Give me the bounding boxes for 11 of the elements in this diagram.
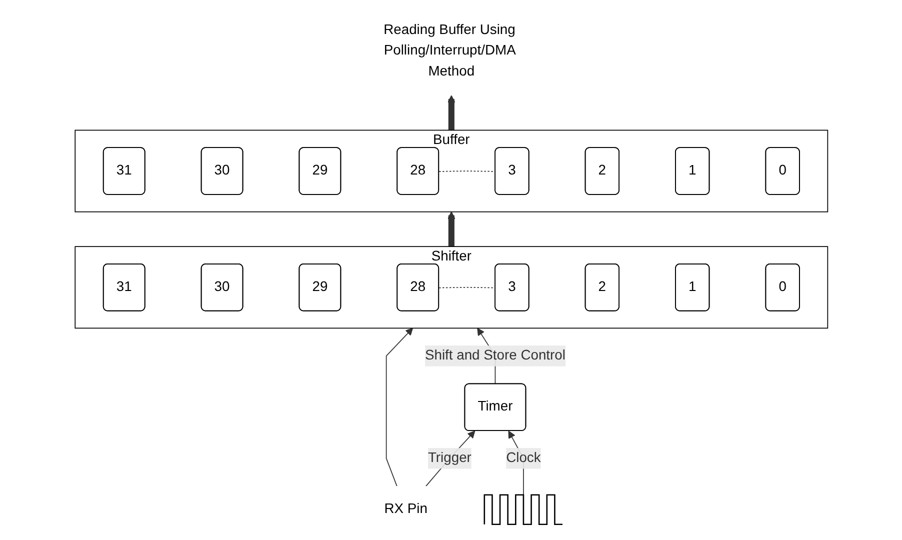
arrow <box>447 95 455 130</box>
node-text: RX Pin <box>384 502 428 517</box>
arrow <box>447 211 455 247</box>
edge-label: Shift and Store Control <box>424 348 566 363</box>
connector <box>438 170 496 172</box>
arrow <box>425 430 475 487</box>
node-text: Reading Buffer Using Polling/Interrupt/DMA Method <box>383 22 515 80</box>
connector <box>438 286 496 288</box>
edge-label: Trigger <box>428 450 472 466</box>
edge-label: Clock <box>506 450 540 466</box>
arrow <box>385 328 413 487</box>
